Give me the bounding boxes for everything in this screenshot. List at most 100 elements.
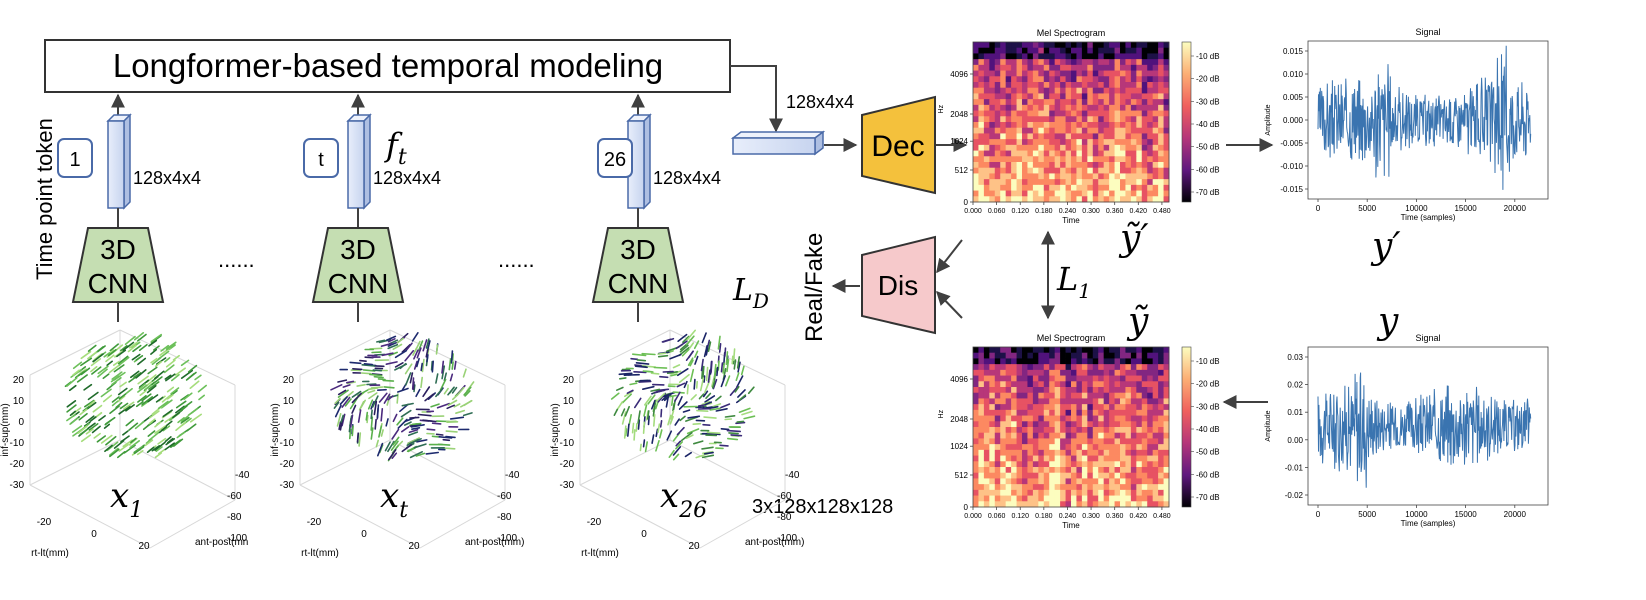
spectrogram-cell [1076, 42, 1083, 49]
spectrogram-cell [1049, 110, 1056, 117]
spectrogram-cell [1016, 76, 1023, 83]
vector-arrow [408, 428, 419, 434]
spectrogram-cell [1071, 472, 1077, 479]
spectrogram-cell [1076, 196, 1083, 203]
spectrogram-cell [1071, 409, 1077, 416]
vector-arrow [456, 386, 465, 396]
spectrogram-cell [973, 179, 979, 186]
spectrogram-cell [1158, 455, 1164, 462]
spectrogram-cell [1027, 387, 1034, 394]
spectrogram-cell [1141, 438, 1148, 445]
spectrogram-cell [1060, 127, 1066, 134]
spectrogram-cell [1087, 64, 1094, 71]
cnn-label-bottom: CNN [328, 268, 389, 299]
spectrogram-cell [994, 438, 1001, 445]
spectrogram-cell [1016, 489, 1023, 496]
spectrogram-cell [978, 99, 985, 106]
spectrogram-cell [1114, 196, 1121, 203]
vector-arrow [378, 425, 383, 438]
spectrogram-cell [1027, 478, 1034, 485]
spectrogram-cell [1103, 127, 1110, 134]
spectrogram-cell [1076, 133, 1083, 140]
y-axis-label: Hz [938, 104, 945, 113]
spectrogram-cell [1076, 93, 1083, 100]
spectrogram-cell [1011, 179, 1017, 186]
spectrogram-cell [1120, 127, 1126, 134]
spectrogram-cell [1065, 116, 1072, 123]
vector-arrow [654, 402, 659, 410]
spectrogram-cell [994, 449, 1001, 456]
spectrogram-cell [1136, 162, 1143, 169]
spectrogram-cell [1109, 398, 1115, 405]
spectrogram-cell [1141, 110, 1148, 117]
spectrogram-cell [1032, 484, 1039, 491]
feature-vector-side [643, 113, 651, 210]
spectrogram-cell [1043, 190, 1050, 197]
spectrogram-cell [1158, 495, 1164, 502]
spectrogram-cell [1054, 495, 1061, 502]
spectrogram-cell [1071, 139, 1077, 146]
spectrogram-cell [1125, 478, 1132, 485]
spectrogram-cell [1092, 381, 1099, 388]
volume-symbol: xt [380, 476, 408, 523]
spectrogram-cell [994, 42, 1001, 49]
spectrogram-cell [1141, 139, 1148, 146]
vector-arrow [642, 439, 646, 448]
x-axis-label: rt-lt(mm) [581, 548, 619, 559]
spectrogram-cell [1038, 489, 1045, 496]
spectrogram-cell [1103, 167, 1110, 174]
vector-arrow [131, 353, 141, 361]
spectrogram-cell [1158, 47, 1164, 54]
spectrogram-cell [1060, 196, 1066, 203]
spectrogram-cell [1032, 415, 1039, 422]
spectrogram-cell [983, 392, 990, 399]
vector-arrow [367, 389, 376, 394]
spectrogram-cell [978, 501, 985, 508]
spectrogram-cell [1000, 82, 1007, 89]
spectrogram-cell [973, 122, 979, 129]
vector-arrow [133, 372, 142, 379]
target-signal-plot: Signal0.030.020.010.00-0.01-0.02Amplitud… [1265, 333, 1549, 528]
spectrogram-cell [1049, 427, 1056, 434]
spectrogram-cell [1158, 82, 1164, 89]
spectrogram-cell [1065, 421, 1072, 428]
vector-arrow [737, 389, 746, 398]
vector-arrow [628, 413, 633, 425]
spectrogram-cell [1130, 76, 1137, 83]
vector-arrow [445, 430, 458, 433]
spectrogram-cell [1103, 99, 1110, 106]
spectrogram-cell [1125, 398, 1132, 405]
spectrogram-cell [1081, 472, 1088, 479]
spectrogram-cell [1054, 358, 1061, 365]
spectrogram-cell [1027, 42, 1034, 49]
spectrogram-cell [1065, 467, 1072, 474]
vector-arrow [405, 342, 413, 351]
spectrogram-cell [1152, 404, 1159, 411]
spectrogram-cell [1120, 398, 1126, 405]
spectrogram-cell [1120, 196, 1126, 203]
spectrogram-cell [1054, 415, 1061, 422]
spectrogram-cell [1022, 438, 1028, 445]
vector-arrow [675, 340, 688, 350]
spectrogram-cell [1054, 449, 1061, 456]
vector-arrow [677, 395, 683, 406]
spectrogram-cell [1076, 53, 1083, 60]
spectrogram-cell [1114, 347, 1121, 354]
colorbar-tick-label: -70 dB [1196, 493, 1220, 502]
spectrogram-cell [1060, 415, 1066, 422]
spectrogram-cell [1136, 122, 1143, 129]
spectrogram-cell [983, 196, 990, 203]
spectrogram-cell [1054, 190, 1061, 197]
vector-arrow [125, 418, 135, 427]
spectrogram-cell [1032, 398, 1039, 405]
spectrogram-cell [1136, 461, 1143, 468]
spectrogram-cell [1011, 139, 1017, 146]
spectrogram-cell [1103, 444, 1110, 451]
spectrogram-cell [973, 449, 979, 456]
x-axis-label: Time (samples) [1401, 519, 1456, 528]
spectrogram-cell [1103, 432, 1110, 439]
spectrogram-cell [1027, 398, 1034, 405]
vector-arrow [694, 355, 699, 365]
spectrogram-cell [978, 432, 985, 439]
